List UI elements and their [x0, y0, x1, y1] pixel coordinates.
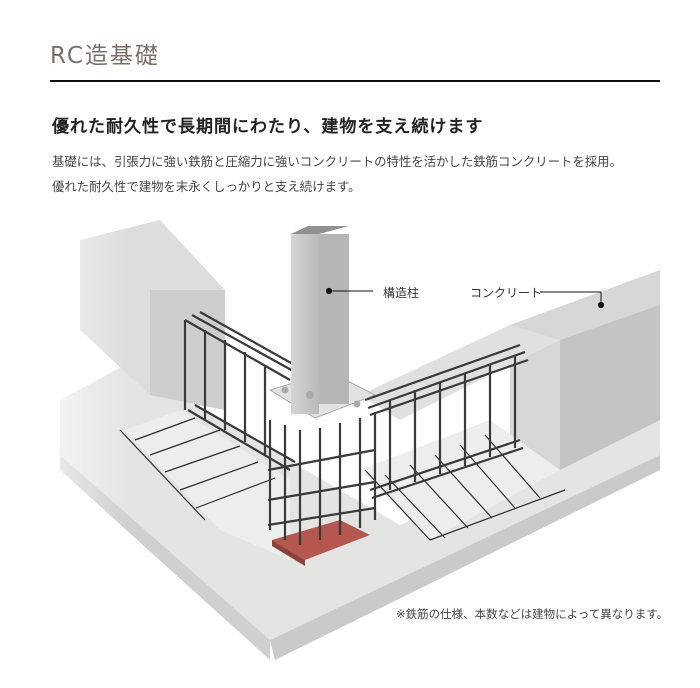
- body-text: 基礎には、引張力に強い鉄筋と圧縮力に強いコンクリートの特性を活かした鉄筋コンクリ…: [52, 149, 622, 199]
- title-divider: [50, 80, 660, 82]
- rc-foundation-illustration: [0, 220, 700, 688]
- headline: 優れた耐久性で長期間にわたり、建物を支え続けます: [52, 117, 484, 137]
- label-leaders: [325, 287, 605, 309]
- label-structural-column: 構造柱: [383, 286, 420, 300]
- body-line-2: 優れた耐久性で建物を末永くしっかりと支え続けます。: [52, 179, 361, 194]
- section-title: RC造基礎: [50, 43, 160, 69]
- label-concrete: コンクリート: [470, 286, 543, 300]
- footnote: ※鉄筋の仕様、本数などは建物によって異なります。: [396, 607, 669, 621]
- body-line-1: 基礎には、引張力に強い鉄筋と圧縮力に強いコンクリートの特性を活かした鉄筋コンクリ…: [52, 154, 622, 169]
